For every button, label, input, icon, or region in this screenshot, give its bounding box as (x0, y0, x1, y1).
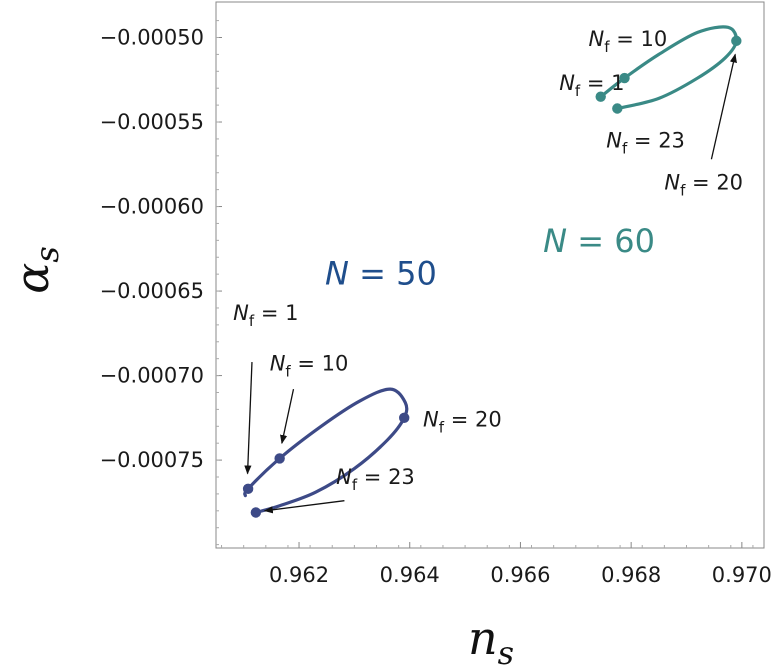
series-label-eq: = (349, 254, 396, 292)
data-point-n50-nf10 (274, 453, 285, 464)
annotation-n50-nf23: Nf = 23 (336, 465, 415, 494)
annotation-eq: = (291, 352, 322, 376)
curves (243, 25, 738, 515)
data-point-n50-nf23 (250, 507, 262, 518)
annotation-n50-nf20: Nf = 20 (423, 407, 502, 436)
annotation-num: 10 (322, 352, 349, 376)
y-tick-label: −0.00055 (100, 110, 204, 134)
ticks: 0.962 0.964 0.966 0.968 0.970 −0.00050 −0.0005… (100, 20, 772, 587)
x-tick-label: 0.964 (380, 563, 440, 587)
annotation-eq: = (254, 301, 285, 325)
y-tick-label: −0.00060 (100, 195, 204, 219)
series-label-eq: = (567, 222, 614, 260)
y-tick-label: −0.00070 (100, 364, 204, 388)
x-tick-label: 0.968 (601, 563, 661, 587)
arrows (244, 53, 737, 514)
plot-frame (215, 1, 765, 549)
series-label-var: N (325, 254, 349, 292)
data-point-n50-nf20 (399, 412, 410, 424)
annotation-sub: f (680, 182, 686, 200)
annotation-var: N (423, 407, 439, 431)
annotation-eq: = (685, 171, 716, 195)
annotation-sub: f (352, 476, 358, 494)
annotation-num: 23 (388, 465, 415, 489)
annotation-num: 20 (475, 407, 502, 431)
data-point-n60-nf10 (619, 72, 630, 84)
annotation-eq: = (444, 407, 475, 431)
series-labels: N = 50N = 60 (325, 222, 655, 292)
series-label-num: 50 (396, 254, 437, 292)
data-point-n60-nf23 (612, 103, 623, 114)
points (242, 35, 742, 518)
arrow-n50-nf23 (263, 500, 345, 514)
annotation-sub: f (604, 38, 610, 56)
annotation-num: 1 (611, 71, 624, 95)
y-axis-title: αs (5, 246, 66, 294)
series-label-num: 60 (614, 222, 655, 260)
annotation-sub: f (622, 139, 628, 157)
annotation-var: N (606, 128, 622, 152)
x-tick-label: 0.966 (490, 563, 550, 587)
series-label-n60: N = 60 (543, 222, 655, 260)
annotation-n60-nf1: Nf = 1 (559, 71, 624, 100)
annotation-num: 1 (285, 301, 298, 325)
annotation-num: 23 (658, 128, 685, 152)
x-axis-title: ns (468, 611, 514, 670)
x-tick-label: 0.970 (712, 563, 772, 587)
data-point-n60-nf20 (731, 35, 742, 47)
annotation-n60-nf10: Nf = 10 (589, 27, 668, 56)
annotation-num: 10 (640, 27, 667, 51)
annotation-var: N (664, 171, 680, 195)
annotation-num: 20 (716, 171, 743, 195)
annotation-var: N (233, 301, 249, 325)
annotation-eq: = (580, 71, 611, 95)
annotation-eq: = (627, 128, 658, 152)
annotation-var: N (589, 27, 605, 51)
data-point-n60-nf1 (595, 91, 606, 102)
annotation-var: N (270, 352, 286, 376)
arrow-n50-nf10 (280, 388, 295, 445)
annotation-n50-nf1: Nf = 1 (233, 301, 298, 330)
annotation-n60-nf23: Nf = 23 (606, 128, 685, 157)
annotation-sub: f (575, 82, 581, 100)
series-label-n50: N = 50 (325, 254, 437, 292)
annotation-var: N (559, 71, 575, 95)
annotation-sub: f (439, 418, 445, 436)
series-label-var: N (543, 222, 567, 260)
arrow-n50-nf1 (244, 362, 253, 475)
y-tick-label: −0.00065 (100, 279, 204, 303)
annotation-n50-nf10: Nf = 10 (270, 352, 349, 381)
x-tick-label: 0.962 (269, 563, 329, 587)
y-tick-label: −0.00050 (100, 25, 204, 49)
annotation-eq: = (357, 465, 388, 489)
annotation-var: N (336, 465, 352, 489)
annotation-n60-nf20: Nf = 20 (664, 171, 743, 200)
data-point-n50-nf1 (242, 483, 254, 495)
series-line-n60 (596, 25, 738, 111)
arrow-n60-nf20 (710, 53, 737, 160)
annotation-eq: = (610, 27, 641, 51)
annotation-sub: f (249, 312, 255, 330)
annotation-sub: f (285, 363, 291, 381)
series-line-n50 (243, 387, 409, 515)
y-tick-label: −0.00075 (100, 448, 204, 472)
